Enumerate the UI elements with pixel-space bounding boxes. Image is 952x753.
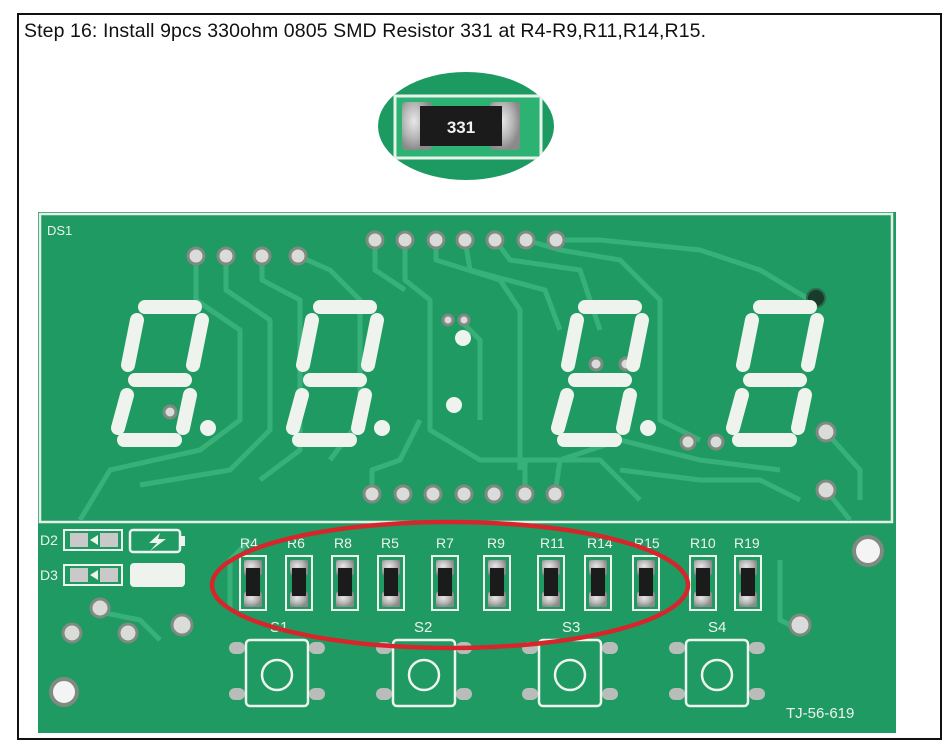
resistor-footprints [239,555,762,611]
diode-label-d2: D2 [40,532,58,548]
switch-s2 [376,638,472,708]
lower-holes [61,597,812,644]
resistor-r19 [734,555,762,611]
label-s4: S4 [708,619,726,636]
battery-icon [128,528,185,554]
mounting-holes [49,535,884,707]
resistor-r5 [377,555,405,611]
highlight-ellipse [209,519,691,651]
resistor-r6 [285,555,313,611]
resistor-zoom-inset: 331 [378,72,554,180]
step-caption: Step 16: Install 9pcs 330ohm 0805 SMD Re… [24,20,707,42]
label-r5: R5 [381,535,399,551]
label-r19: R19 [734,535,760,551]
tact-switches [229,638,765,708]
model-label: TJ-56-619 [786,705,854,722]
label-r11: R11 [540,535,565,551]
lightning-icon [149,533,166,551]
resistor-r7 [431,555,459,611]
solid-battery-icon [130,563,185,587]
seven-segment-digits [111,300,824,447]
diode-label-d3: D3 [40,567,58,583]
resistor-r14 [584,555,612,611]
header-holes-bottom [362,484,565,504]
display-label: DS1 [47,223,72,238]
resistor-r11 [537,555,565,611]
label-r9: R9 [487,535,505,551]
resistor-marking: 331 [447,118,475,137]
diode-area: D2 D3 [40,529,123,586]
header-holes-top [365,230,566,250]
switch-s1 [229,638,325,708]
header-holes-left [186,246,308,266]
label-s3: S3 [562,619,580,636]
label-r7: R7 [436,535,454,551]
vias [162,313,837,501]
display-dots [200,330,656,436]
resistor-labels: R4 R6 R8 R5 R7 R9 R11 R14 R15 R10 R19 [240,535,760,551]
pcb-board: DS1 [38,212,896,733]
resistor-r10 [689,555,717,611]
resistor-r8 [331,555,359,611]
label-s2: S2 [414,619,432,636]
resistor-r9 [483,555,511,611]
resistor-r15 [632,555,660,611]
resistor-r4 [239,555,267,611]
label-r10: R10 [690,535,716,551]
switch-s4 [669,638,765,708]
label-r8: R8 [334,535,352,551]
